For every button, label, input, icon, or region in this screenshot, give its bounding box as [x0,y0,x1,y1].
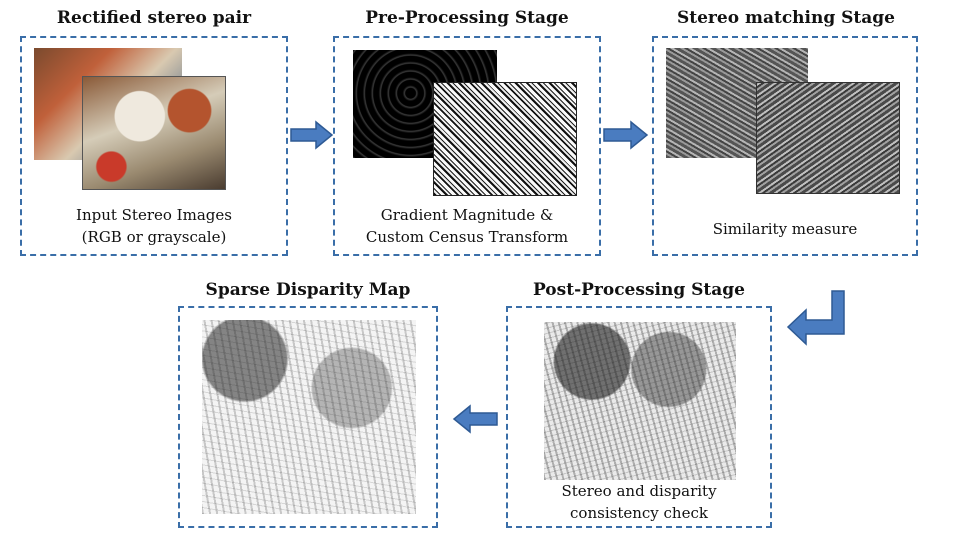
post-processing-caption-line2: consistency check [570,504,708,522]
sparse-disparity-map-title: Sparse Disparity Map [205,280,411,300]
pre-processing-caption-line1: Gradient Magnitude & [380,206,554,224]
post-processing-box: Stereo and disparity consistency check [506,306,772,528]
pre-processing-caption-line2: Custom Census Transform [365,228,569,246]
pre-processing-stage-title: Pre-Processing Stage [365,8,569,28]
rectified-stereo-pair-box: Input Stereo Images (RGB or grayscale) [20,36,288,256]
arrow-left-icon [452,404,498,434]
rectified-caption-line2: (RGB or grayscale) [81,228,227,246]
rectified-caption-line1: Input Stereo Images [76,206,232,224]
sparse-disparity-map-box [178,306,438,528]
stereo-matching-caption-line1: Similarity measure [712,220,858,238]
pre-processing-box: Gradient Magnitude & Custom Census Trans… [333,36,601,256]
post-processed-disparity-image [544,322,736,480]
post-processing-caption-line1: Stereo and disparity [561,482,717,500]
rectified-stereo-pair-title: Rectified stereo pair [56,8,252,28]
bent-arrow-down-left-icon [786,290,845,346]
stereo-matching-box: Similarity measure [652,36,918,256]
right-input-image [82,76,226,190]
sparse-disparity-image [202,320,416,514]
arrow-right-icon [290,120,334,150]
arrow-right-icon [603,120,649,150]
census-transform-image [433,82,577,196]
post-processing-stage-title: Post-Processing Stage [532,280,745,300]
right-similarity-image [756,82,900,194]
stereo-matching-stage-title: Stereo matching Stage [676,8,895,28]
